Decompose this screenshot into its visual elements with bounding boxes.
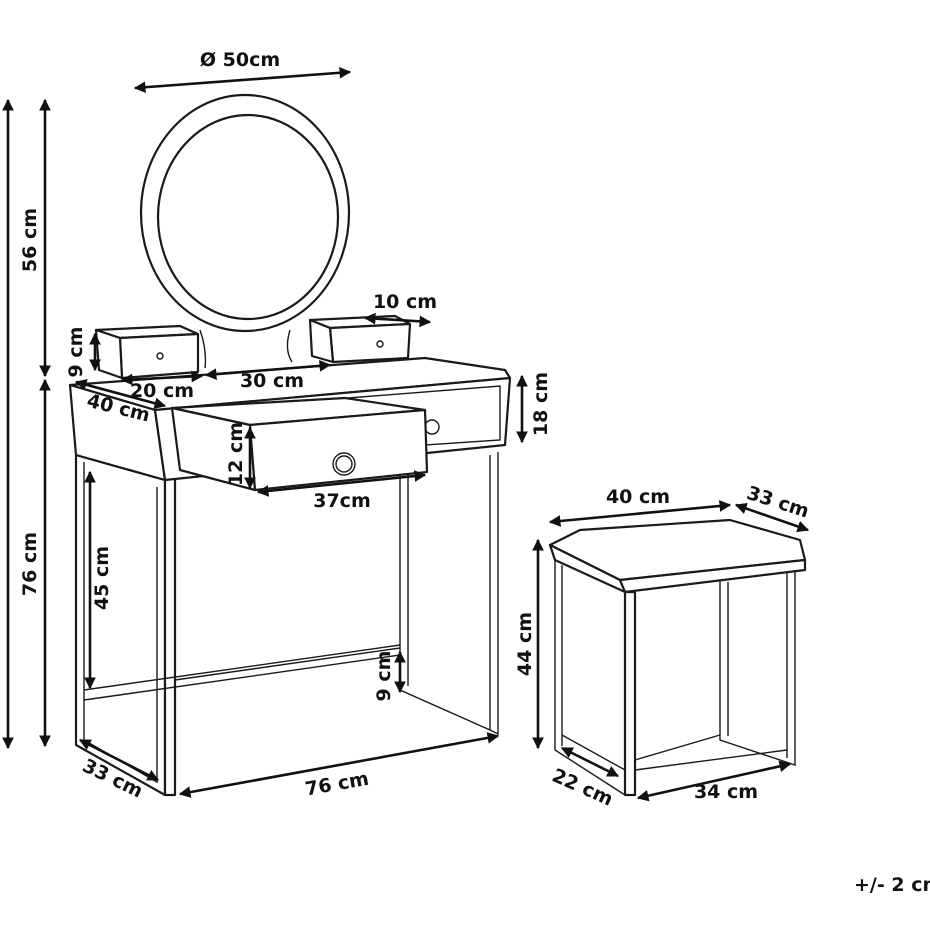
label-table-height: 76 cm [19,532,41,596]
dim-mirror-gap [204,360,332,380]
label-stool-base-width: 34 cm [694,781,758,803]
label-small-drawer-depth: 20 cm [130,380,194,402]
stool [548,518,807,797]
dim-stool-depth-top [734,502,810,533]
dimension-lines [2,66,810,802]
label-mirror-total-height: 56 cm [19,208,41,272]
label-mirror-gap: 30 cm [240,370,304,392]
dim-stool-width [548,500,732,527]
label-small-drawer-height: 9 cm [65,327,87,378]
label-mirror-diameter: Ø 50cm [200,49,280,71]
dim-table-width [178,732,500,798]
dim-stool-depth [560,746,620,778]
label-stool-depth-top: 33 cm [744,482,812,523]
dressing-table [68,93,512,797]
dim-table-depth [78,738,160,782]
label-stool-width: 40 cm [606,486,670,508]
dim-top-depth [74,379,167,409]
dim-stool-base-width [636,760,792,802]
label-stretcher-height: 9 cm [373,651,395,702]
dim-small-drawer-width [363,312,432,328]
label-table-depth: 33 cm [79,755,146,803]
label-stool-height: 44 cm [514,612,536,676]
label-drawer-width: 37cm [313,490,371,512]
tolerance-note: +/- 2 cm [854,874,930,896]
label-drawer-height: 12 cm [225,422,247,486]
label-small-drawer-width: 10 cm [373,291,437,313]
dim-drawer-width [256,470,427,497]
label-table-width: 76 cm [303,768,370,801]
label-leg-clearance: 45 cm [91,546,113,610]
label-drawer-front-height: 18 cm [530,372,552,436]
dim-mirror-diameter [133,66,352,94]
